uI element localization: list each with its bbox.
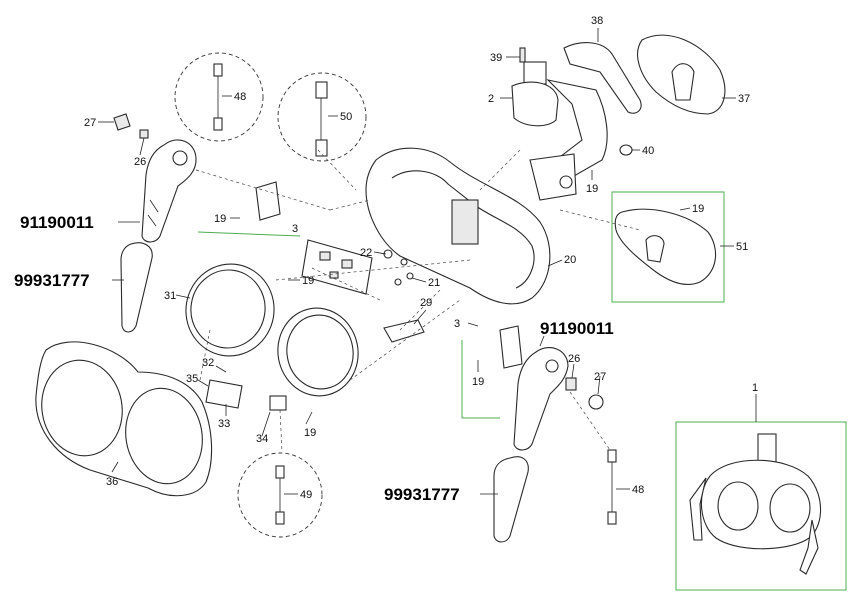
connector-34 [269, 395, 287, 411]
callout-37: 37 [738, 93, 750, 105]
small-board-33 [205, 379, 243, 409]
circuit-board [301, 239, 373, 295]
washers [383, 249, 414, 286]
callout-22: 22 [360, 247, 372, 259]
assembly-lines [195, 149, 641, 453]
callout-19-arm: 19 [586, 183, 598, 195]
arm-cap-38 [563, 42, 642, 114]
callout-29: 29 [420, 297, 432, 309]
callout-27-right: 27 [594, 371, 606, 383]
callout-31: 31 [164, 290, 176, 302]
right-bracket [499, 325, 523, 369]
leader-lines [98, 28, 757, 495]
callout-19-plate: 19 [692, 203, 704, 215]
lens-second [277, 307, 359, 397]
callout-19-right: 19 [472, 376, 484, 388]
callout-49: 49 [300, 489, 312, 501]
knob-27-left [113, 113, 131, 131]
knob-40 [619, 144, 633, 156]
lens-31 [185, 263, 275, 357]
callout-27-left: 27 [84, 117, 96, 129]
callout-51: 51 [736, 241, 748, 253]
callout-26-right: 26 [568, 353, 580, 365]
left-handle [141, 139, 197, 243]
callout-3-left: 3 [292, 223, 298, 235]
callout-48-top: 48 [234, 91, 246, 103]
part-number-right-cover: 99931777 [384, 485, 460, 504]
screw-26-left [139, 129, 149, 139]
callout-48-right: 48 [632, 484, 644, 496]
cable-48-top [213, 63, 223, 131]
part-number-left-handle: 91190011 [20, 213, 94, 232]
arm-assembly [511, 47, 608, 201]
callout-3-right: 3 [454, 318, 460, 330]
callout-50: 50 [340, 111, 352, 123]
highlight-lines [197, 191, 847, 591]
detail-circle-48-top [174, 52, 264, 142]
back-cover-37 [637, 34, 726, 115]
assembled-light [689, 433, 822, 575]
screw-26-right [565, 377, 577, 391]
callout-36: 36 [106, 476, 118, 488]
right-handle [513, 347, 569, 451]
left-handle-cover [120, 242, 153, 333]
callout-21: 21 [428, 277, 440, 289]
callout-19-left: 19 [214, 213, 226, 225]
mount-plate-51 [614, 208, 717, 285]
callout-19-mid: 19 [302, 275, 314, 287]
callout-34: 34 [256, 433, 268, 445]
right-handle-cover [493, 456, 529, 543]
detail-circle-50 [277, 72, 367, 162]
callout-26-left: 26 [134, 156, 146, 168]
callout-1: 1 [752, 382, 758, 394]
callout-38: 38 [591, 15, 603, 27]
cable-48-right [607, 449, 617, 525]
knob-27-right [588, 394, 604, 410]
front-cover-36 [35, 341, 213, 497]
callout-2: 2 [488, 93, 494, 105]
part-number-labels: 91190011 99931777 91190011 99931777 [14, 213, 614, 504]
callout-20: 20 [564, 254, 576, 266]
callout-39: 39 [490, 52, 502, 64]
callout-35: 35 [186, 373, 198, 385]
callout-32: 32 [202, 357, 214, 369]
callout-33: 33 [218, 418, 230, 430]
detail-circle-49 [237, 452, 323, 538]
callout-19-lower: 19 [304, 427, 316, 439]
cable-49 [275, 465, 285, 525]
callout-labels: 48 50 27 26 19 3 22 21 19 31 29 3 32 35 … [84, 15, 758, 501]
cable-50 [315, 81, 328, 157]
main-housing-20 [365, 147, 551, 305]
part-number-left-cover: 99931777 [14, 271, 90, 290]
part-number-right-handle: 91190011 [540, 319, 614, 338]
bracket-plate [255, 181, 281, 221]
callout-40: 40 [642, 145, 654, 157]
bracket-29 [383, 319, 425, 343]
